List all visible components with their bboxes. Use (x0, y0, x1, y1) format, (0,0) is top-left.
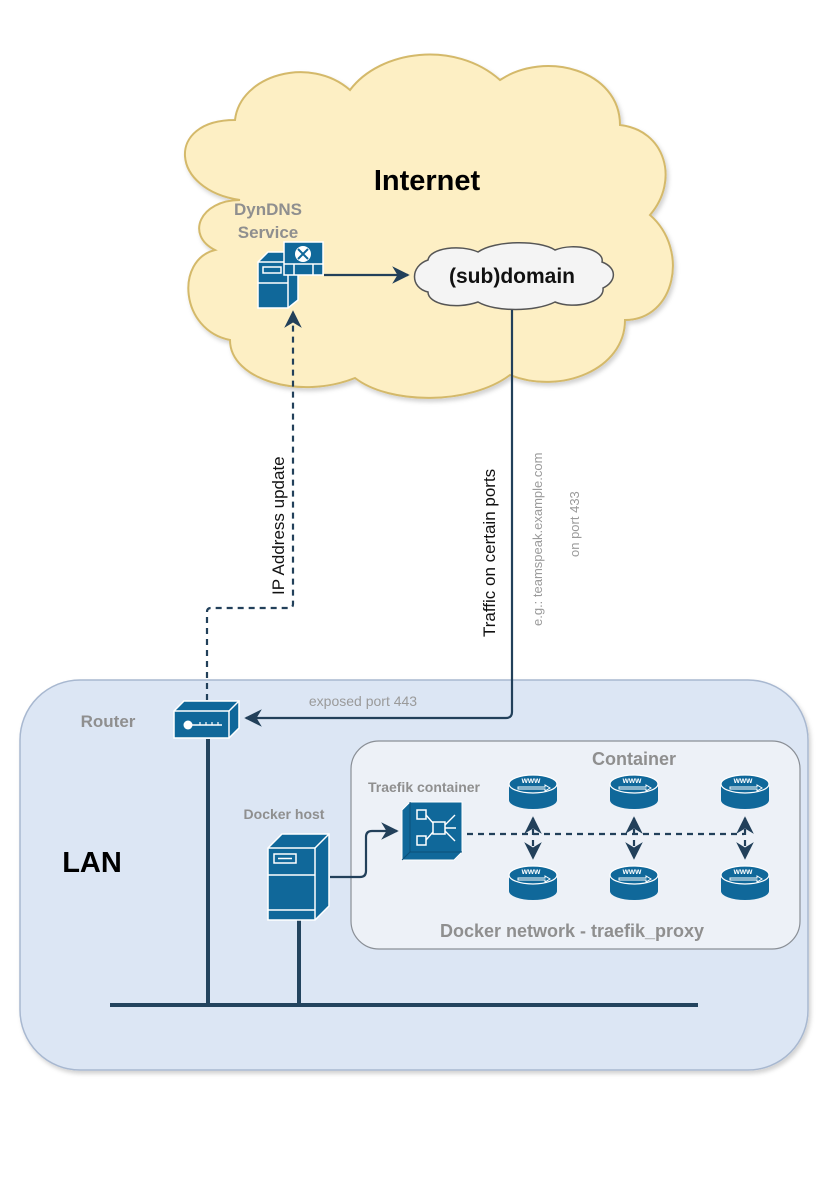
www-container-1-icon: www (508, 774, 558, 809)
docker-network-label: Docker network - traefik_proxy (440, 921, 704, 941)
ip-update-edge (205, 310, 302, 700)
exposed-port-label: exposed port 443 (309, 693, 417, 709)
docker-host-label: Docker host (244, 806, 325, 822)
lan-label: LAN (62, 847, 122, 879)
internet-cloud (183, 53, 674, 399)
www-container-4-icon: www (508, 865, 558, 900)
www-glyph: www (622, 776, 642, 785)
example-domain-label: e.g.: teamspeak.example.com (530, 453, 545, 626)
www-glyph: www (733, 776, 753, 785)
subdomain-label: (sub)domain (449, 265, 575, 288)
subdomain-cloud (413, 242, 615, 311)
traffic-edge (244, 310, 514, 727)
dyndns-label-line1: DynDNS (234, 200, 302, 219)
docker-network-region (350, 740, 801, 950)
router-label: Router (81, 712, 136, 731)
traefik-label: Traefik container (368, 779, 481, 795)
www-container-6-icon: www (720, 865, 770, 900)
www-container-2-icon: www (609, 774, 659, 809)
www-glyph: www (521, 776, 541, 785)
example-port-label: on port 433 (567, 491, 582, 557)
www-glyph: www (733, 867, 753, 876)
container-group: www www www www www www (508, 774, 770, 900)
www-container-3-icon: www (720, 774, 770, 809)
ip-update-label: IP Address update (269, 456, 288, 595)
host-to-traefik-edge (330, 822, 399, 879)
router-icon (173, 700, 240, 739)
www-container-5-icon: www (609, 865, 659, 900)
container-label: Container (592, 749, 676, 769)
traffic-label: Traffic on certain ports (480, 469, 499, 637)
traefik-load-balancer-icon (401, 801, 463, 861)
dyndns-server-icon (257, 241, 324, 309)
internet-label: Internet (374, 165, 481, 197)
www-glyph: www (622, 867, 642, 876)
docker-host-server-icon (267, 833, 330, 921)
www-glyph: www (521, 867, 541, 876)
dyndns-label-line2: Service (238, 223, 299, 242)
